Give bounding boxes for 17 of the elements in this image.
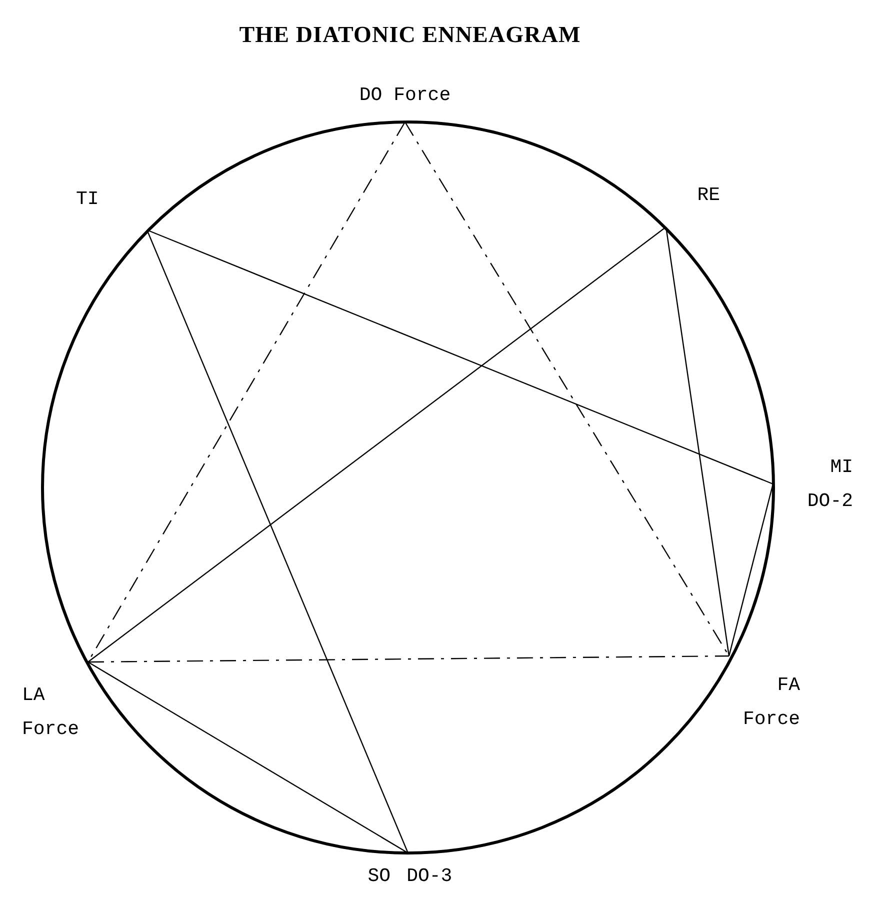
- point-label: SO: [368, 864, 391, 889]
- point-label: MI: [830, 455, 853, 480]
- point-label: DO-3: [406, 864, 452, 889]
- point-label: DO Force: [359, 83, 451, 108]
- line: [88, 226, 666, 662]
- point-label: TI: [76, 187, 99, 212]
- line: [146, 229, 774, 485]
- point-label: RE: [697, 183, 720, 208]
- point-label: FA Force: [742, 673, 800, 732]
- line: [88, 661, 408, 854]
- point-label: LA Force: [22, 683, 80, 742]
- line: [146, 230, 409, 854]
- line: [728, 484, 774, 656]
- diagram-title: THE DIATONIC ENNEAGRAM: [238, 21, 582, 49]
- point-label: DO-2: [807, 489, 853, 514]
- dash-dot-line: [88, 655, 729, 663]
- line: [665, 226, 730, 656]
